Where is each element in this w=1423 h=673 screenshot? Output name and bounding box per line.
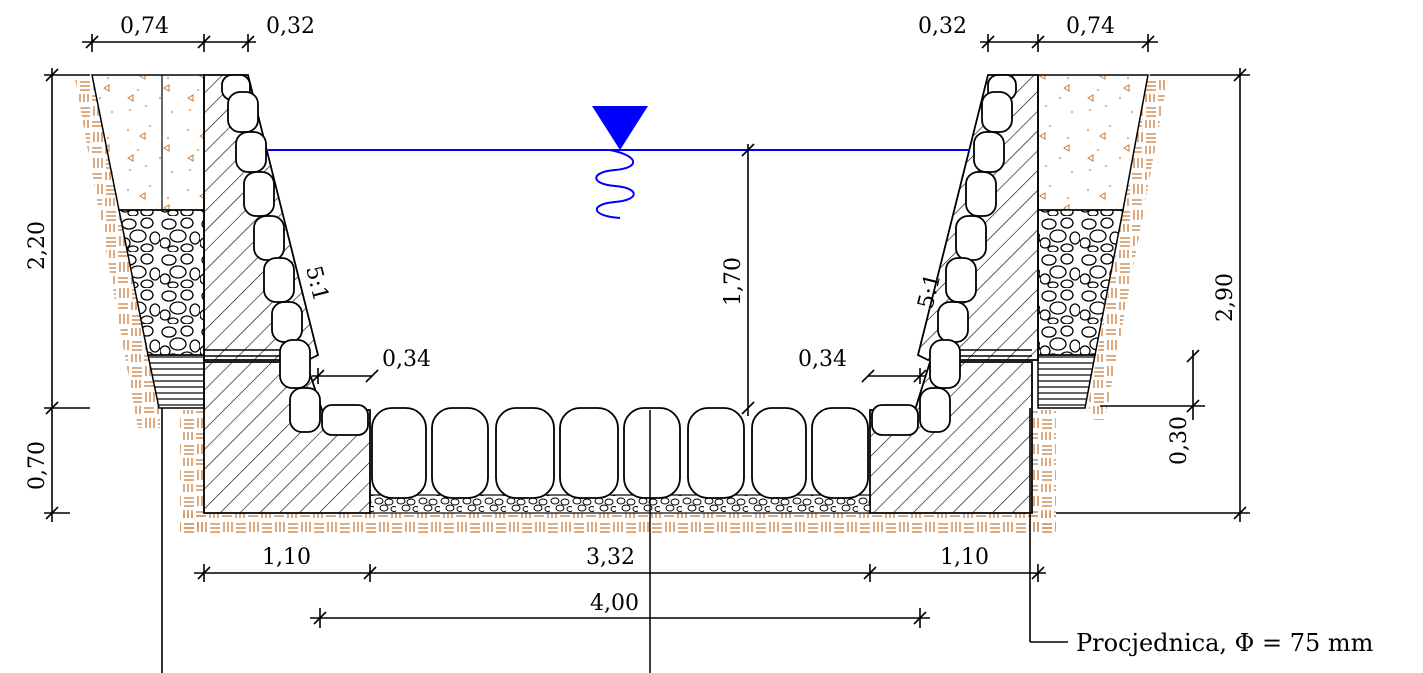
- dim-left-toe: 0,34: [382, 347, 431, 372]
- soil-left: [75, 75, 160, 428]
- dim-bottom-total: 4,00: [590, 591, 639, 616]
- dim-left-lower-height: 0,70: [25, 441, 50, 490]
- dim-bottom-left: 1,10: [262, 545, 311, 570]
- dim-left-upper-height: 2,20: [25, 221, 50, 270]
- right-drain-layer: [1037, 354, 1096, 409]
- drain-label: Procjednica, Φ = 75 mm: [1076, 629, 1374, 657]
- dim-top-right-inner: 0,32: [918, 14, 967, 39]
- right-stone-lining: [871, 74, 1017, 436]
- soil-right: [1088, 75, 1168, 420]
- bottom-stones: [371, 407, 869, 499]
- water-level-marker-icon: [592, 106, 648, 150]
- dimension-lines: [44, 34, 1250, 673]
- dim-top-right-outer: 0,74: [1066, 14, 1115, 39]
- dim-right-bottom-height: 0,30: [1167, 416, 1192, 465]
- slope-left-label: 5:1: [300, 263, 333, 303]
- bottom-bedding: [369, 494, 871, 514]
- soil-bottom: [180, 410, 1056, 533]
- water-level: [268, 106, 970, 219]
- dim-bottom-center: 3,32: [586, 545, 635, 570]
- dim-bottom-right: 1,10: [940, 545, 989, 570]
- left-stone-lining: [221, 74, 369, 436]
- dim-right-total-height: 2,90: [1213, 273, 1238, 322]
- dim-top-left-inner: 0,32: [266, 14, 315, 39]
- dim-top-left-outer: 0,74: [120, 14, 169, 39]
- dim-right-toe: 0,34: [798, 347, 847, 372]
- dim-water-depth: 1,70: [721, 257, 746, 306]
